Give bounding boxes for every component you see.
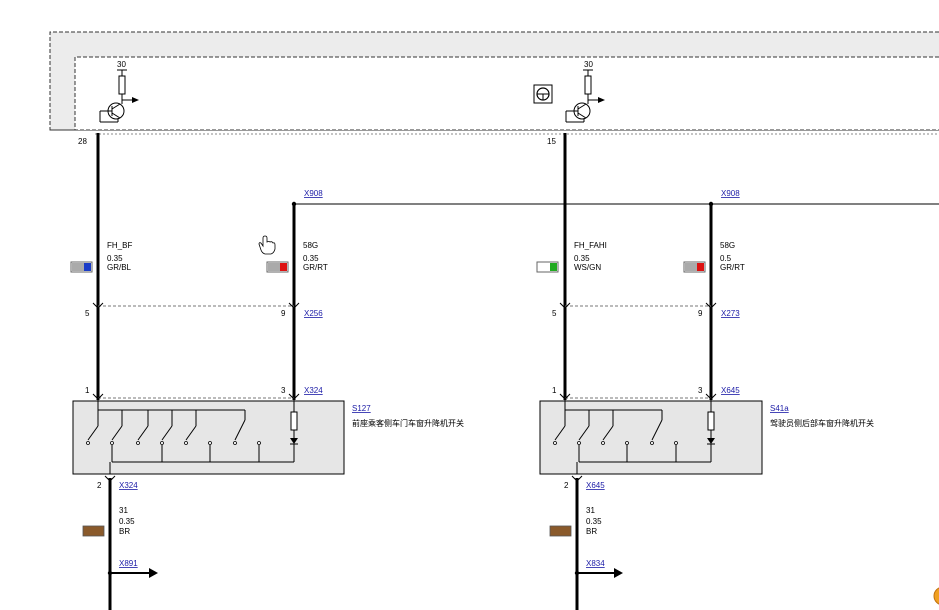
steering-wheel-icon [533,84,553,104]
pin-1: 1 [552,386,557,395]
wire-size: 0.35 [107,254,123,263]
pin-5: 5 [85,309,90,318]
pin-2: 2 [564,481,569,490]
arrow-right-icon [149,568,158,578]
connector-x273[interactable]: X273 [721,309,740,318]
wire-color: BR [119,527,130,536]
arrow-right-icon [598,97,605,103]
transistor-icon [104,102,125,120]
supply-label-left: 30 [117,60,126,69]
pin-15: 15 [547,137,556,146]
resistor-left [118,75,126,95]
pin-2: 2 [97,481,102,490]
wire-color: GR/BL [107,263,132,272]
hand-cursor-icon [258,235,276,255]
wire-size: 0.35 [303,254,319,263]
left-output-stage: 30 [99,60,139,123]
wire-color: GR/RT [720,263,745,272]
connector-x324-top[interactable]: X324 [304,386,323,395]
component-name: 驾驶员侧后部车窗升降机开关 [770,418,874,428]
connector-x834[interactable]: X834 [586,559,605,568]
pin-28: 28 [78,137,87,146]
arrow-right-icon [132,97,139,103]
right-output-stage: 30 [533,60,605,123]
wire-size: 0.5 [720,254,732,263]
wire-color-swatch [82,525,105,537]
connector-x908-left[interactable]: X908 [304,189,323,198]
connector-x324-bottom[interactable]: X324 [119,481,138,490]
wire-name: 58G [303,241,318,250]
window-switch-s127[interactable] [72,400,345,475]
wire-size: 0.35 [574,254,590,263]
pin-1: 1 [85,386,90,395]
wire-name: FH_FAHI [574,241,607,250]
connector-x891[interactable]: X891 [119,559,138,568]
wire-size: 0.35 [119,517,135,526]
wire-size: 0.35 [586,517,602,526]
arrow-right-icon [614,568,623,578]
supply-label-right: 30 [584,60,593,69]
pin-3: 3 [698,386,703,395]
wire-name: 31 [586,506,595,515]
wire-color: BR [586,527,597,536]
wire-name: 31 [119,506,128,515]
connector-x256[interactable]: X256 [304,309,323,318]
connector-x645-top[interactable]: X645 [721,386,740,395]
control-module [49,31,939,135]
connector-x908-right[interactable]: X908 [721,189,740,198]
wire-color: WS/GN [574,263,601,272]
component-name: 前座乘客侧车门车窗升降机开关 [352,418,464,428]
resistor-right [584,75,592,95]
component-id-s127[interactable]: S127 [352,404,371,413]
wire-name: 58G [720,241,735,250]
pin-3: 3 [281,386,286,395]
right-circuit: 15 X908 FH_FAHI 0.35 WS/GN 58G 0.5 GR/RT… [536,133,874,610]
wire-color-swatch [266,261,289,273]
wire-color: GR/RT [303,263,328,272]
wire-color-swatch [70,261,93,273]
component-id-s41a[interactable]: S41a [770,404,789,413]
wire-color-swatch [549,525,572,537]
pin-5: 5 [552,309,557,318]
pin-9: 9 [698,309,703,318]
wire-color-swatch [683,261,706,273]
pin-9: 9 [281,309,286,318]
corner-badge-icon [933,587,939,605]
left-circuit: 28 X908 FH_BF 0.35 GR/BL 58G 0.35 GR/RT [70,133,464,610]
transistor-icon [570,102,591,120]
connector-x645-bottom[interactable]: X645 [586,481,605,490]
window-switch-s41a[interactable] [539,400,763,475]
wire-name: FH_BF [107,241,132,250]
wire-color-swatch [536,261,559,273]
